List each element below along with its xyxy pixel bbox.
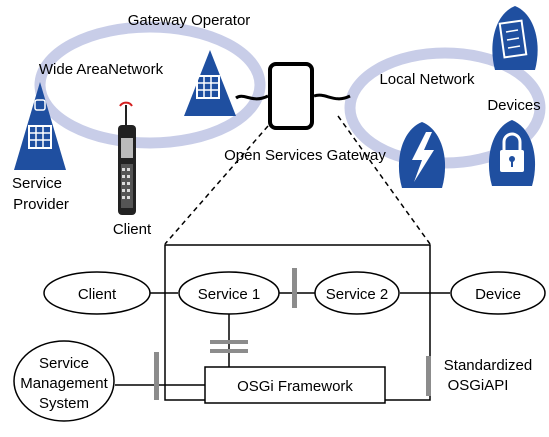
- client-node-label: Client: [78, 286, 117, 303]
- gateway-operator-label: Gateway Operator: [128, 12, 251, 29]
- device-node: [450, 271, 546, 315]
- gateway-device-icon: [235, 62, 351, 130]
- sms-label-line2: Management: [20, 375, 108, 392]
- api-connector: [292, 268, 297, 308]
- api-connector: [210, 340, 248, 344]
- lightning-icon: [398, 122, 446, 188]
- building-icon: [14, 82, 66, 170]
- open-services-gateway-label: Open Services Gateway: [224, 147, 386, 164]
- local-network-label: Local Network: [379, 71, 475, 88]
- device-panel-icon: [492, 6, 538, 70]
- devices-label: Devices: [487, 97, 540, 114]
- device-node-label: Device: [475, 286, 521, 303]
- api-connector: [210, 349, 248, 353]
- service2-node-label: Service 2: [326, 286, 389, 303]
- building-icon: [184, 50, 236, 116]
- osgi-framework-box: [204, 366, 386, 404]
- local-network-ring: [344, 47, 546, 169]
- sms-label-line1: Service: [39, 355, 89, 372]
- api-legend-connector: [426, 356, 431, 396]
- api-connector: [154, 352, 159, 400]
- service-management-system-node: [13, 340, 115, 422]
- lock-icon: [488, 120, 536, 186]
- service2-node: [314, 271, 400, 315]
- phone-icon: [118, 101, 136, 215]
- service1-node: [178, 271, 280, 315]
- api-legend-label-line2: OSGiAPI: [448, 377, 509, 394]
- wide-area-network-ring: [34, 21, 266, 149]
- service-provider-label-line1: Service: [12, 175, 62, 192]
- api-legend-label-line1: Standardized: [444, 357, 532, 374]
- service-provider-label-line2: Provider: [13, 196, 69, 213]
- projection-line-left: [164, 125, 269, 245]
- sms-label-line3: System: [39, 395, 89, 412]
- wide-area-network-label: Wide AreaNetwork: [39, 61, 164, 78]
- service1-node-label: Service 1: [198, 286, 261, 303]
- client-node: [43, 271, 151, 315]
- osgi-framework-label: OSGi Framework: [237, 378, 353, 395]
- client-top-label: Client: [113, 221, 152, 238]
